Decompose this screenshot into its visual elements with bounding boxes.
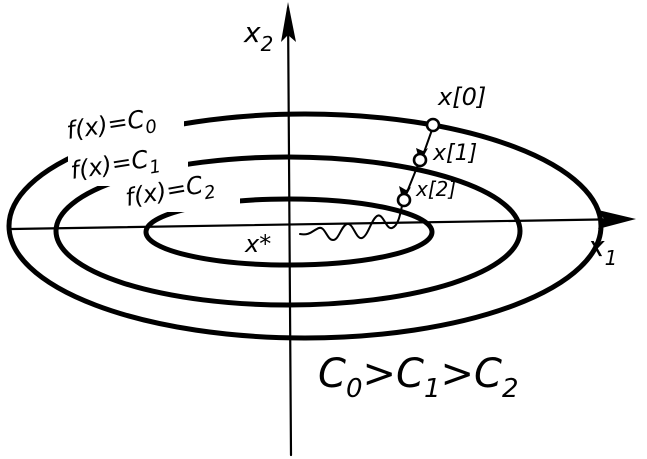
x2-axis-arrowhead — [281, 2, 296, 42]
iterate-point-0 — [425, 117, 441, 133]
contour-c2 — [143, 196, 435, 268]
x2-axis — [281, 2, 296, 457]
iterate-point-2 — [396, 192, 412, 208]
optimum-label: x* — [244, 230, 271, 258]
iterate-label-2: x[2] — [415, 177, 456, 201]
x1-axis — [10, 210, 636, 231]
label-mask-c2 — [122, 172, 240, 212]
inequality-label: C0>C1>C2 — [318, 351, 518, 404]
contour-c0 — [6, 111, 604, 341]
iterate-label-0: x[0] — [437, 83, 486, 111]
contour-c1 — [53, 154, 523, 308]
wiggly-convergence — [299, 200, 404, 241]
iterate-label-1: x[1] — [432, 141, 477, 166]
iterate-point-1 — [412, 152, 428, 168]
x2-axis-label: x2 — [243, 16, 273, 56]
label-mask-c0 — [64, 108, 184, 146]
x1-axis-arrowhead — [598, 210, 636, 229]
x1-axis-label: x1 — [587, 230, 617, 270]
